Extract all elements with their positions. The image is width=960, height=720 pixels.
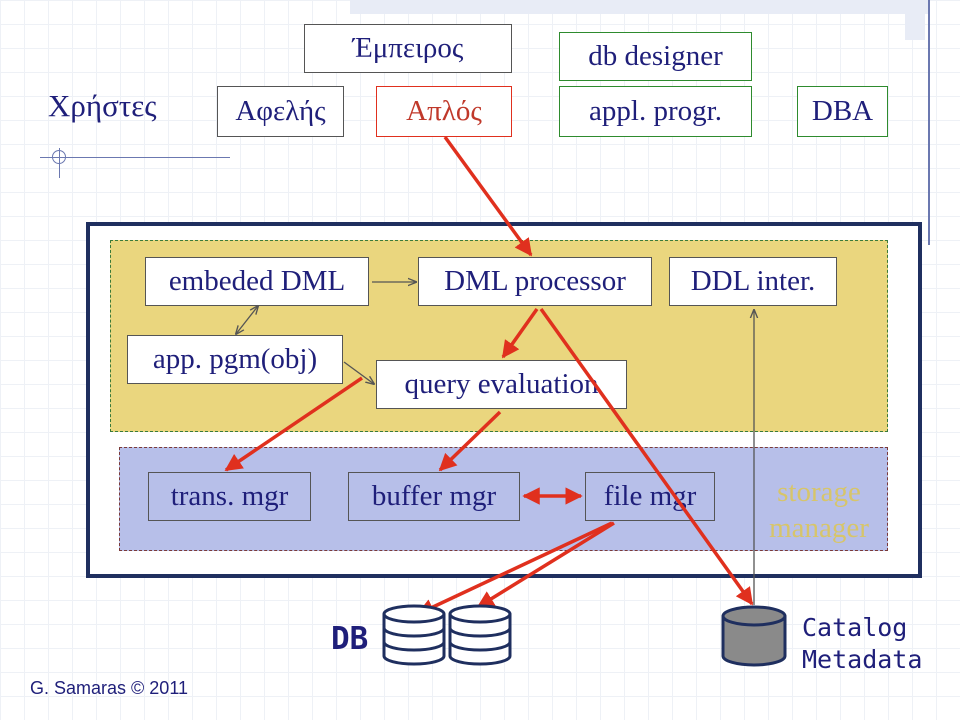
right-rule-line (928, 0, 930, 245)
trans-mgr-box: trans. mgr (148, 472, 311, 521)
ddl-inter-box: DDL inter. (669, 257, 837, 306)
user-appl-progr-box: appl. progr. (559, 86, 752, 137)
users-title: Χρήστες (48, 88, 157, 123)
buffer-mgr-box: buffer mgr (348, 472, 520, 521)
db-label: DB (331, 621, 369, 657)
catalog-cylinder-icon (721, 605, 787, 667)
app-pgm-box: app. pgm(obj) (127, 335, 343, 384)
db-disk-stack-left-icon (382, 604, 446, 666)
header-accent-band (350, 0, 930, 14)
catalog-label: Catalog (802, 613, 908, 642)
user-dba-box: DBA (797, 86, 888, 137)
footer-credit: G. Samaras © 2011 (30, 678, 189, 698)
crosshair-circle (52, 150, 66, 164)
query-evaluation-box: query evaluation (376, 360, 627, 409)
user-experienced-box: Έμπειρος (304, 24, 512, 73)
user-naive-box: Αφελής (217, 86, 344, 137)
title-underline (40, 157, 230, 158)
user-db-designer-box: db designer (559, 32, 752, 81)
file-mgr-box: file mgr (585, 472, 715, 521)
db-disk-stack-right-icon (448, 604, 512, 666)
storage-manager-label: storage manager (769, 476, 869, 544)
dml-processor-box: DML processor (418, 257, 652, 306)
user-simple-box: Απλός (376, 86, 512, 137)
header-accent-band-right (905, 0, 925, 40)
embeded-dml-box: embeded DML (145, 257, 369, 306)
metadata-label: Metadata (802, 645, 923, 674)
